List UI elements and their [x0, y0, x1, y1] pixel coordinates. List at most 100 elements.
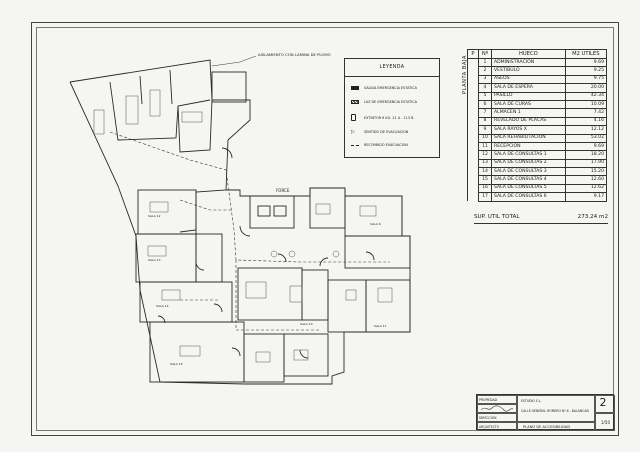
tb-text: ESTUDIO S.L.: [521, 399, 542, 403]
room-name: SALA DE CONSULTAS 5: [491, 183, 566, 194]
room-label: SALA 10: [300, 322, 313, 326]
row-number: 8: [478, 116, 492, 127]
col-header: Nº: [478, 49, 492, 59]
room-name: SALA DE CONSULTAS 4: [491, 175, 566, 185]
room-name: SALA DE CONSULTAS 3: [491, 167, 566, 177]
scale-value: 1/50: [601, 420, 610, 425]
tb-text: PROPIEDAD: [479, 398, 498, 402]
room-area: 12.60: [564, 175, 608, 185]
outer-wall-main: [226, 187, 411, 385]
emergency-exit-icon: [351, 86, 359, 90]
room-label: SALA 17: [374, 324, 387, 328]
room-name: ALMACEN 1: [491, 108, 566, 118]
sheet-border: [31, 22, 619, 436]
room-name: PASILLO: [491, 91, 566, 101]
row-number: 11: [478, 141, 492, 152]
outer-wall-left-wing: [69, 59, 251, 233]
room-name: SALA REHABILITACION: [491, 133, 566, 143]
legend-item: LUZ DE EMERGENCIA ESTATICA: [351, 100, 417, 104]
room-area: 9.69: [564, 141, 608, 152]
evacuation-route: [109, 131, 390, 263]
room-area: 9.25: [564, 66, 608, 76]
room-name: SALA DE CURAS: [491, 99, 566, 110]
row-number: 5: [478, 91, 492, 101]
room-area: 9.69: [564, 57, 608, 68]
row-number: 15: [478, 175, 492, 185]
total-row: SUP. UTIL TOTAL 273.24 m2: [474, 214, 614, 224]
room-name: VESTIBULO: [491, 66, 566, 76]
extinguisher-icon: [351, 114, 356, 121]
room-area: 9.75: [564, 74, 608, 85]
room-name: ASEOS: [491, 74, 566, 85]
legend-title: LEYENDA: [379, 65, 405, 70]
row-number: 9: [478, 125, 492, 135]
tb-text: CALLE GENERAL ROMERO Nº 6 - BALANCAN: [521, 409, 589, 413]
tb-text: ARQUITECTO: [479, 425, 500, 429]
legend-item: SALIDA EMERGENCIA ESTATICA: [351, 86, 417, 90]
sheet-inner-border: [36, 27, 614, 431]
row-number: 7: [478, 108, 492, 118]
room-label: SALA 15: [170, 362, 183, 366]
col-header: HUECO: [491, 49, 566, 59]
row-number: 17: [478, 192, 492, 202]
title-block: PROPIEDAD DIRECCION ARQUITECTO ESTUDIO S…: [476, 394, 615, 431]
row-number: 4: [478, 83, 492, 93]
row-number: 6: [478, 99, 492, 110]
dashed-line-icon: [351, 144, 359, 146]
room-name: RECEPCION: [491, 141, 566, 152]
room-area: 53.02: [564, 133, 608, 143]
room-label: SALA 14: [156, 304, 169, 308]
row-number: 16: [478, 183, 492, 194]
room-area: 9.17: [564, 192, 608, 202]
row-number: 12: [478, 150, 492, 160]
room-name: SALA DE ESPERA: [491, 83, 566, 93]
col-header: P: [467, 49, 479, 59]
room-area: 42.34: [564, 91, 608, 101]
room-area: 12.62: [564, 183, 608, 194]
room-name: SALA DE CONSULTAS 6: [491, 192, 566, 202]
col-header: M2 UTILES: [564, 49, 608, 59]
row-number: 3: [478, 74, 492, 85]
room-label: SALA 13: [148, 258, 161, 262]
legend-box: LEYENDA SALIDA EMERGENCIA ESTATICA LUZ D…: [344, 58, 440, 158]
emergency-light-icon: [351, 100, 359, 104]
legend-item: EXTINTOR 6 KG. 21 A - 113 B: [351, 114, 413, 121]
legend-item: RECORRIDO EVACUACION: [351, 143, 408, 147]
room-name: REVELADO DE PLACAS: [491, 116, 566, 127]
room-name: SALA RAYOS X: [491, 125, 566, 135]
room-area: 17.90: [564, 158, 608, 169]
arrow-right-icon: ▷: [351, 129, 355, 135]
plate-number: 2: [599, 396, 607, 409]
room-area: 10.09: [564, 99, 608, 110]
drawing-title: PLANO DE ACCESIBILIDAD: [523, 425, 571, 429]
lead-insulation-annotation: AISLAMIENTO CON LAMINA DE PLOMO: [258, 52, 331, 57]
room-area: 12.12: [564, 125, 608, 135]
force-label: FORCE: [276, 188, 290, 193]
room-area: 18.20: [564, 150, 608, 160]
tb-text: DIRECCION: [479, 416, 497, 420]
room-name: SALA DE CONSULTAS 1: [491, 150, 566, 160]
room-label: SALA 12: [148, 214, 161, 218]
row-number: 10: [478, 133, 492, 143]
signature-icon: [480, 405, 514, 412]
